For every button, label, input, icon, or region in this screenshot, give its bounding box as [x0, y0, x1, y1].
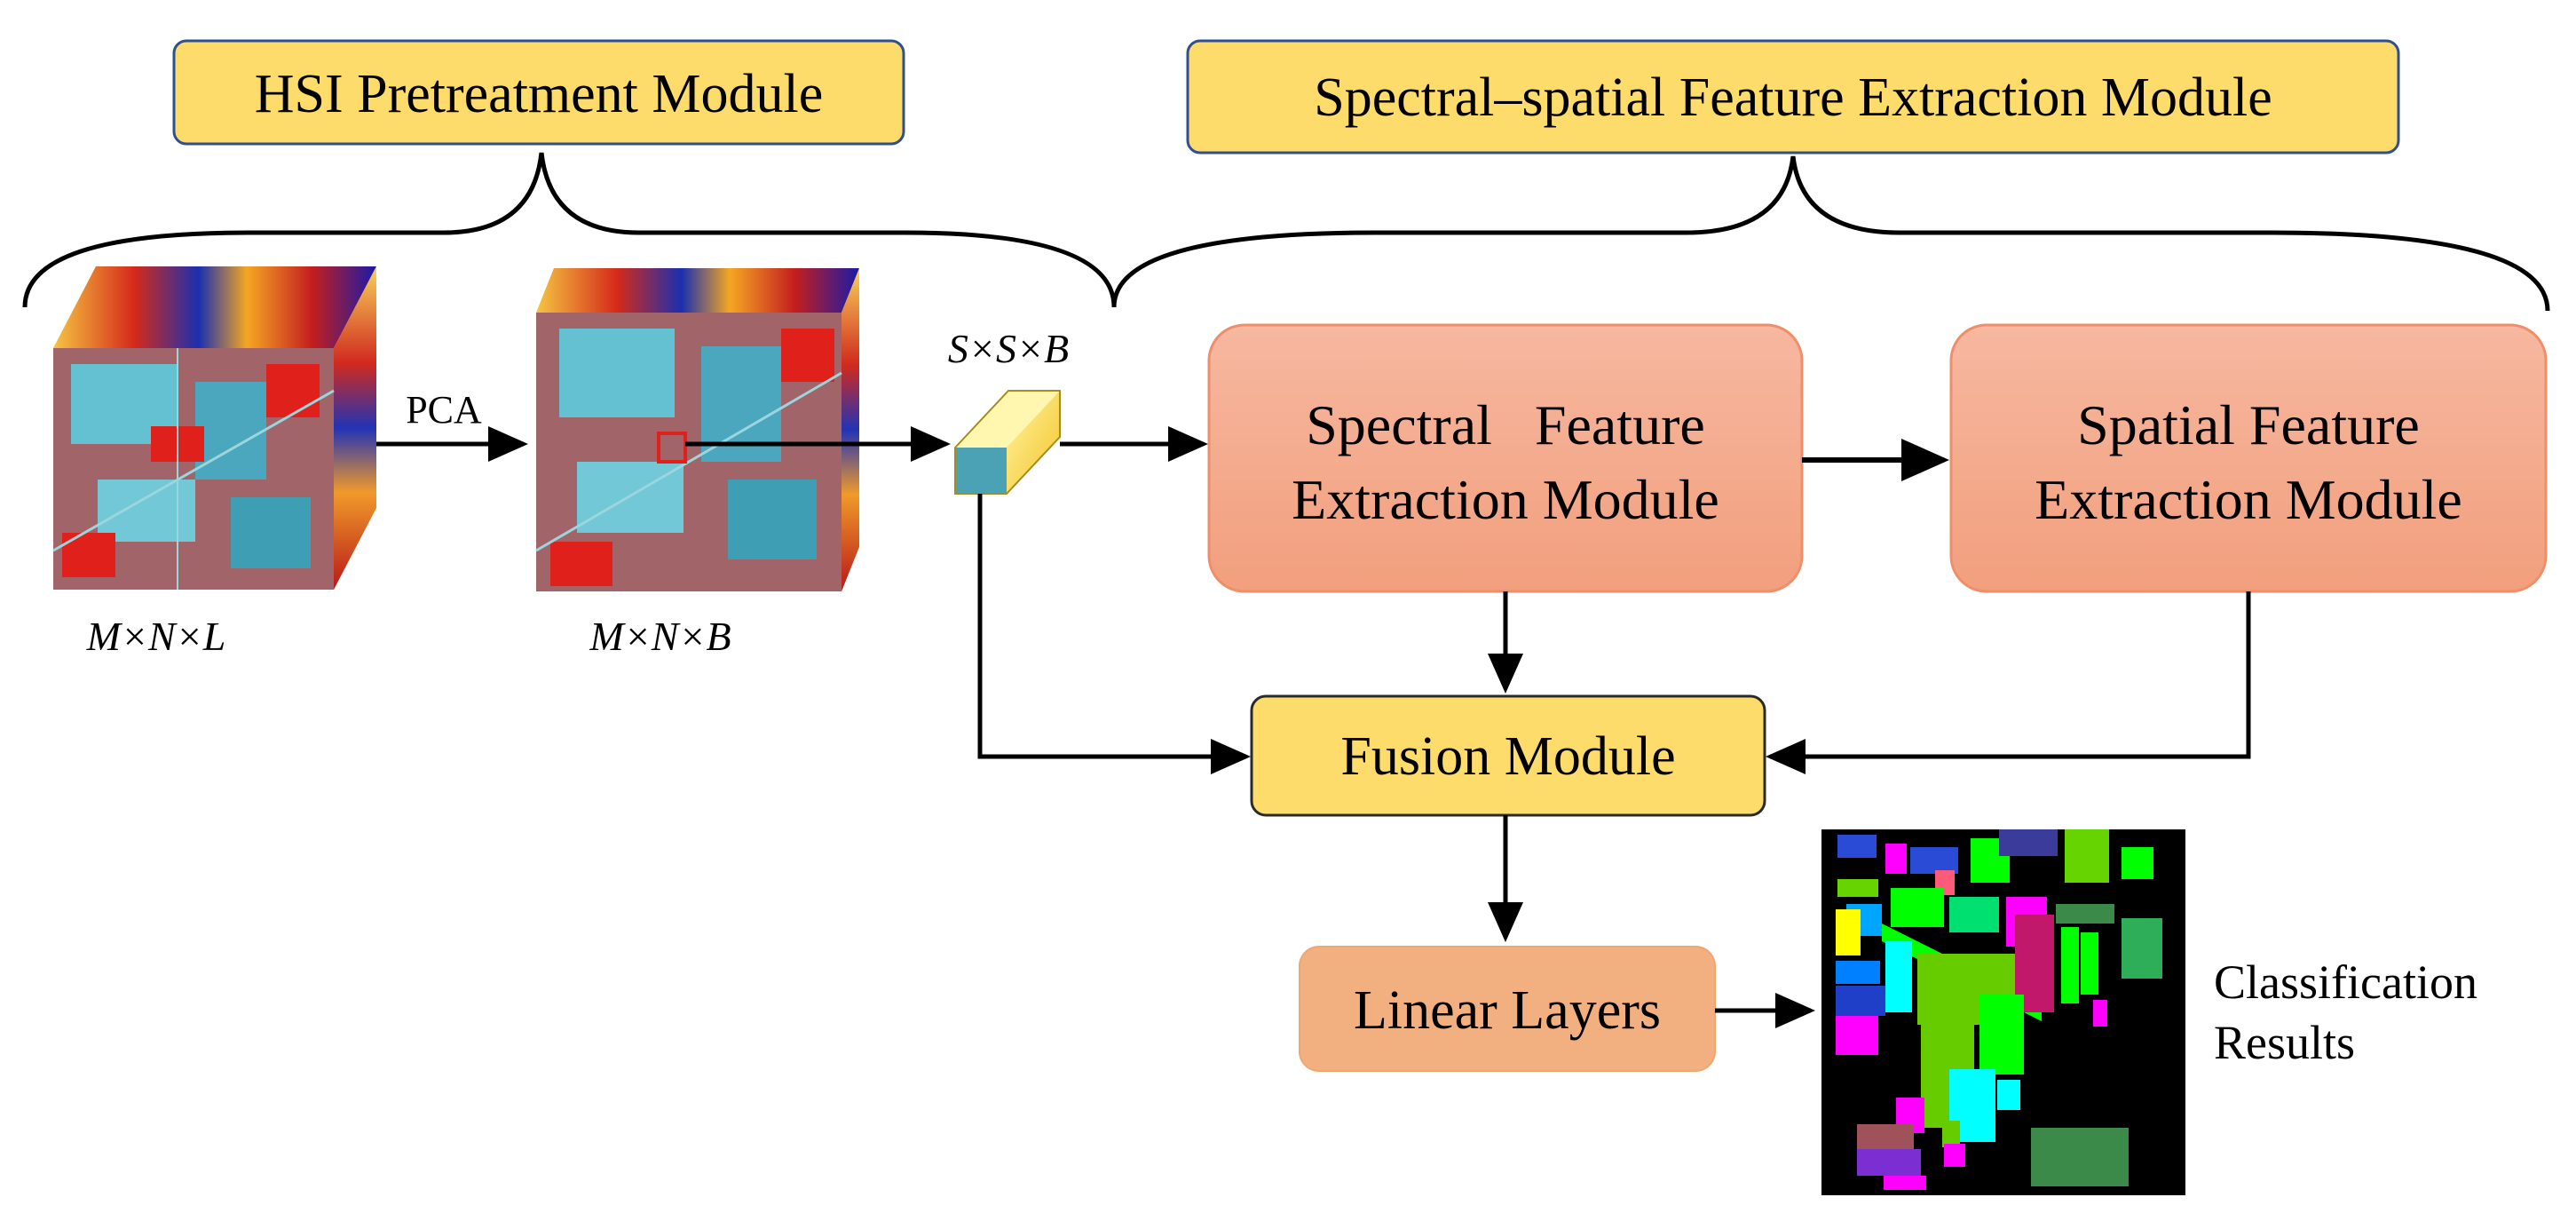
- hsi-input-cube: [52, 266, 376, 590]
- pca-cube-dims: M×N×B: [589, 614, 731, 659]
- fusion-module-box: Fusion Module: [1250, 694, 1766, 817]
- patch-to-fusion-arrow: [977, 494, 1251, 774]
- extraction-module-label: Spectral–spatial Feature Extraction Modu…: [1314, 67, 2272, 128]
- spatial-module-line1: Spatial Feature: [2077, 393, 2420, 456]
- linear-layers-box: Linear Layers: [1299, 946, 1716, 1072]
- input-cube-dims: M×N×L: [86, 614, 226, 659]
- spectral-module-box: Spectral Feature Extraction Module: [1207, 323, 1804, 593]
- patch-block: [954, 390, 1061, 495]
- spatial-module-line2: Extraction Module: [2035, 468, 2462, 531]
- pca-label: PCA: [406, 388, 482, 432]
- pretreatment-brace: [22, 152, 1117, 308]
- results-line2: Results: [2214, 1016, 2355, 1069]
- classification-map: [1821, 829, 2185, 1195]
- spectral-module-line1: Spectral Feature: [1306, 393, 1705, 456]
- spectral-module-line2: Extraction Module: [1292, 468, 1719, 531]
- patch-dims: S×S×B: [948, 326, 1069, 371]
- pretreatment-module-label-box: HSI Pretreatment Module: [172, 39, 905, 146]
- linear-layers-label: Linear Layers: [1354, 980, 1661, 1041]
- extraction-brace: [1111, 155, 2550, 312]
- pretreatment-module-label: HSI Pretreatment Module: [255, 64, 824, 124]
- fusion-module-label: Fusion Module: [1340, 726, 1675, 787]
- spatial-module-box: Spatial Feature Extraction Module: [1949, 323, 2548, 593]
- extraction-module-label-box: Spectral–spatial Feature Extraction Modu…: [1186, 39, 2400, 155]
- patch-selector: [657, 432, 687, 464]
- spatial-to-fusion-arrow: [1766, 591, 2251, 774]
- results-line1: Classification: [2214, 955, 2477, 1009]
- hsi-pca-cube: [535, 268, 859, 591]
